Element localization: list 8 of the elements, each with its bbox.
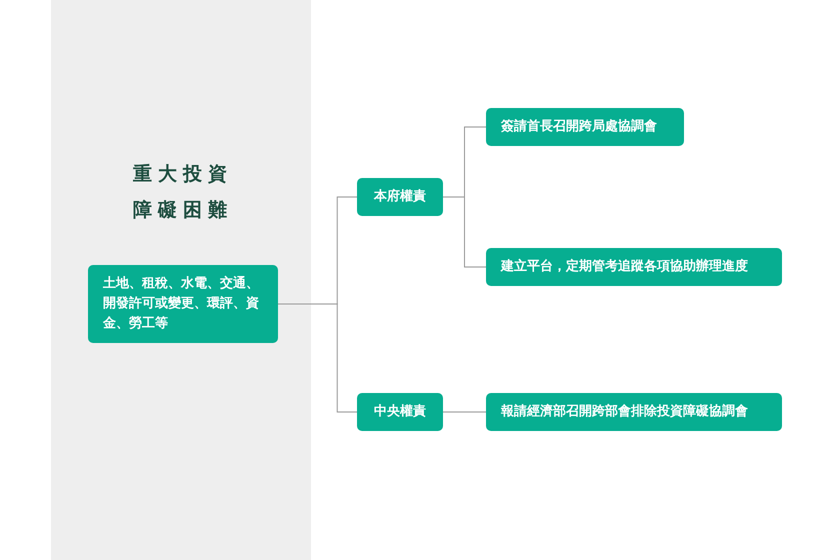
process-box: 土地、租稅、水電、交通、開發許可或變更、環評、資金、勞工等	[88, 265, 278, 343]
process-box: 報請經濟部召開跨部會排除投資障礙協調會	[486, 393, 782, 431]
process-box: 簽請首長召開跨局處協調會	[486, 108, 684, 146]
process-box: 建立平台，定期管考追蹤各項協助辦理進度	[486, 248, 782, 286]
connector-line	[442, 196, 486, 268]
diagram-title: 重大投資障礙困難	[132, 162, 234, 223]
process-box: 本府權責	[357, 178, 443, 216]
process-box: 中央權責	[357, 393, 443, 431]
